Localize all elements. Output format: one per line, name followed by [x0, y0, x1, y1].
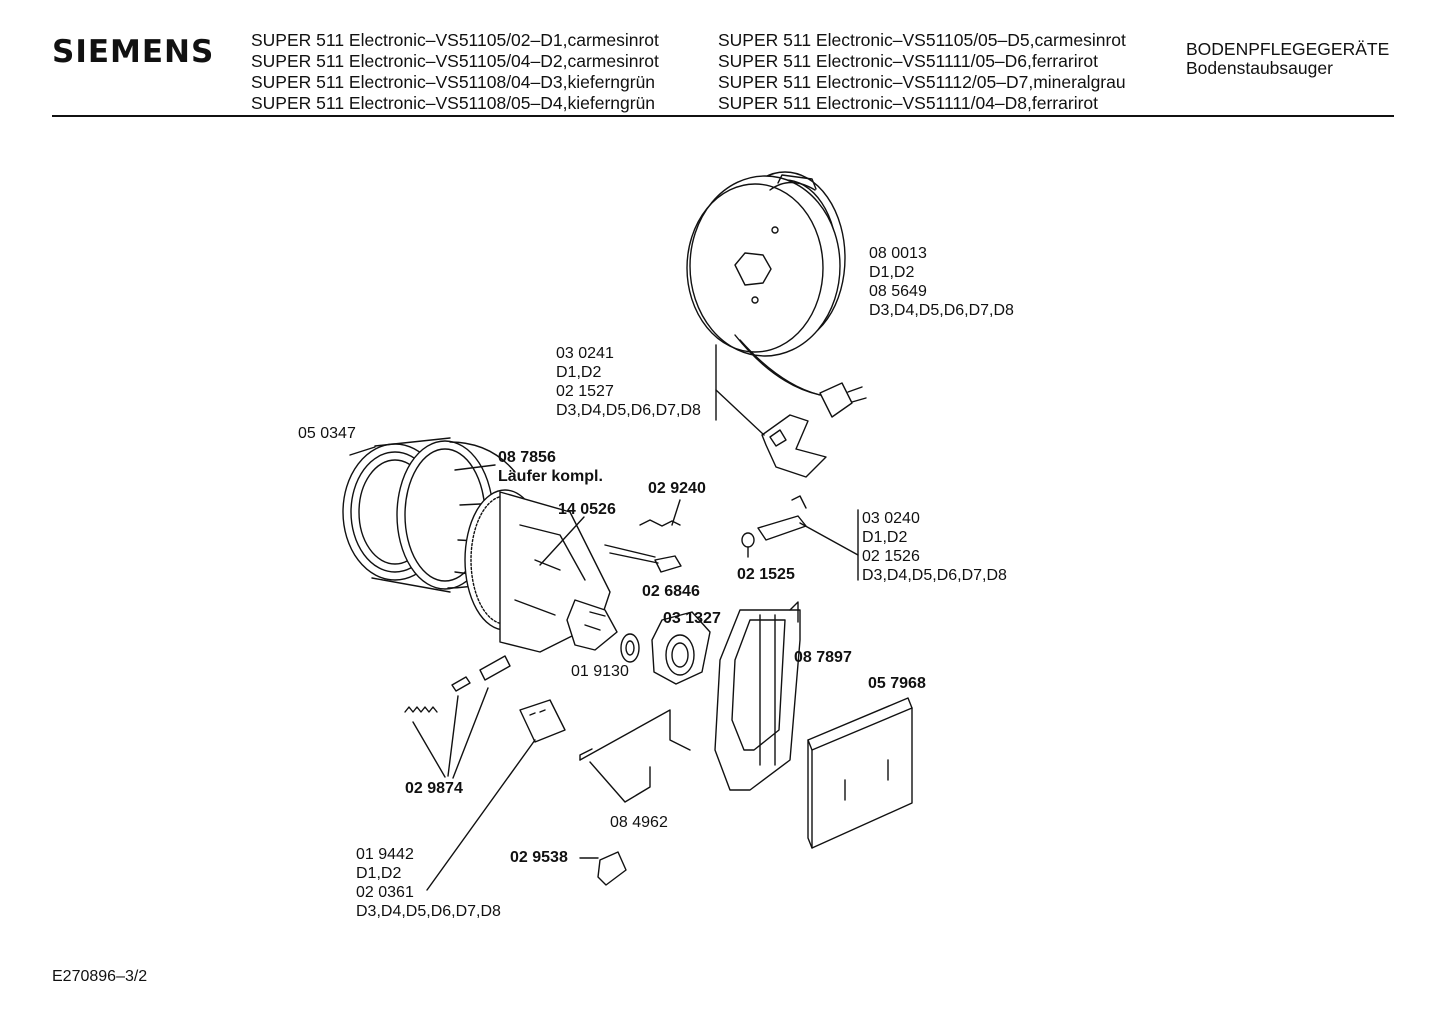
label-rotor: 08 7856 Läufer kompl. [498, 448, 603, 486]
model-line: SUPER 511 Electronic–VS51112/05–D7,miner… [718, 72, 1126, 92]
motor-rotor-drawing [465, 490, 617, 652]
springs-drawing [405, 656, 510, 778]
variant-codes: D3,D4,D5,D6,D7,D8 [556, 402, 701, 419]
label-motor-housing: 05 0347 [298, 425, 356, 442]
plate-drawing [580, 710, 690, 802]
label-capacitor: 02 6846 [642, 583, 700, 600]
frame-drawing [715, 602, 800, 790]
label-frame: 08 7897 [794, 649, 852, 666]
model-list-column-2: SUPER 511 Electronic–VS51105/05–D5,carme… [718, 30, 1126, 114]
part-number: 08 7856 [498, 449, 556, 466]
label-spring-clip: 02 9240 [648, 480, 706, 497]
part-number: 01 9442 [356, 846, 414, 863]
label-circuit-board: 01 9442 D1,D2 02 0361 D3,D4,D5,D6,D7,D8 [356, 845, 501, 921]
header-divider [52, 115, 1394, 117]
label-filter: 05 7968 [868, 675, 926, 692]
label-fan: 01 9130 [571, 663, 629, 680]
category-block: BODENPFLEGEGERÄTE Bodenstaubsauger [1186, 40, 1389, 78]
variant-codes: D1,D2 [556, 364, 602, 381]
part-description: Läufer kompl. [498, 468, 603, 485]
part-number: 02 1527 [556, 383, 614, 400]
variant-codes: D1,D2 [862, 529, 908, 546]
label-brush: 14 0526 [558, 501, 616, 518]
variant-codes: D3,D4,D5,D6,D7,D8 [869, 302, 1014, 319]
part-number: 02 0361 [356, 884, 414, 901]
category-title: BODENPFLEGEGERÄTE [1186, 39, 1390, 59]
category-subtitle: Bodenstaubsauger [1186, 58, 1333, 78]
label-ring: 03 1327 [663, 610, 721, 627]
model-list-column-1: SUPER 511 Electronic–VS51105/02–D1,carme… [251, 30, 659, 114]
cable-reel-drawing [687, 172, 866, 417]
variant-codes: D3,D4,D5,D6,D7,D8 [356, 903, 501, 920]
model-line: SUPER 511 Electronic–VS51105/04–D2,carme… [251, 51, 659, 71]
part-number: 02 1526 [862, 548, 920, 565]
model-line: SUPER 511 Electronic–VS51111/04–D8,ferra… [718, 93, 1099, 113]
filter-drawing [808, 698, 912, 848]
fan-and-ring-drawing [621, 612, 710, 684]
label-cable-reel: 08 0013 D1,D2 08 5649 D3,D4,D5,D6,D7,D8 [869, 244, 1014, 320]
part-number: 08 0013 [869, 245, 927, 262]
model-line: SUPER 511 Electronic–VS51111/05–D6,ferra… [718, 51, 1099, 71]
variant-codes: D1,D2 [356, 865, 402, 882]
part-number: 08 5649 [869, 283, 927, 300]
bracket-drawing [716, 345, 826, 477]
clip-and-capacitor-drawing [605, 500, 681, 572]
circuit-board-drawing [427, 700, 565, 890]
model-line: SUPER 511 Electronic–VS51105/02–D1,carme… [251, 30, 659, 50]
siemens-logo: SIEMENS [52, 34, 215, 70]
label-clip: 02 9538 [510, 849, 568, 866]
variant-codes: D1,D2 [869, 264, 915, 281]
screw-and-switch-drawing [742, 496, 858, 580]
label-bracket: 03 0241 D1,D2 02 1527 D3,D4,D5,D6,D7,D8 [556, 344, 701, 420]
label-screw: 02 1525 [737, 566, 795, 583]
part-number: 03 0240 [862, 510, 920, 527]
clip-drawing [580, 852, 626, 885]
document-id: E270896–3/2 [52, 968, 148, 985]
label-springs: 02 9874 [405, 780, 463, 797]
part-number: 03 0241 [556, 345, 614, 362]
model-line: SUPER 511 Electronic–VS51105/05–D5,carme… [718, 30, 1126, 50]
variant-codes: D3,D4,D5,D6,D7,D8 [862, 567, 1007, 584]
model-line: SUPER 511 Electronic–VS51108/04–D3,kiefe… [251, 72, 656, 92]
label-switch: 03 0240 D1,D2 02 1526 D3,D4,D5,D6,D7,D8 [862, 509, 1007, 585]
label-plate: 08 4962 [610, 814, 668, 831]
model-line: SUPER 511 Electronic–VS51108/05–D4,kiefe… [251, 93, 656, 113]
